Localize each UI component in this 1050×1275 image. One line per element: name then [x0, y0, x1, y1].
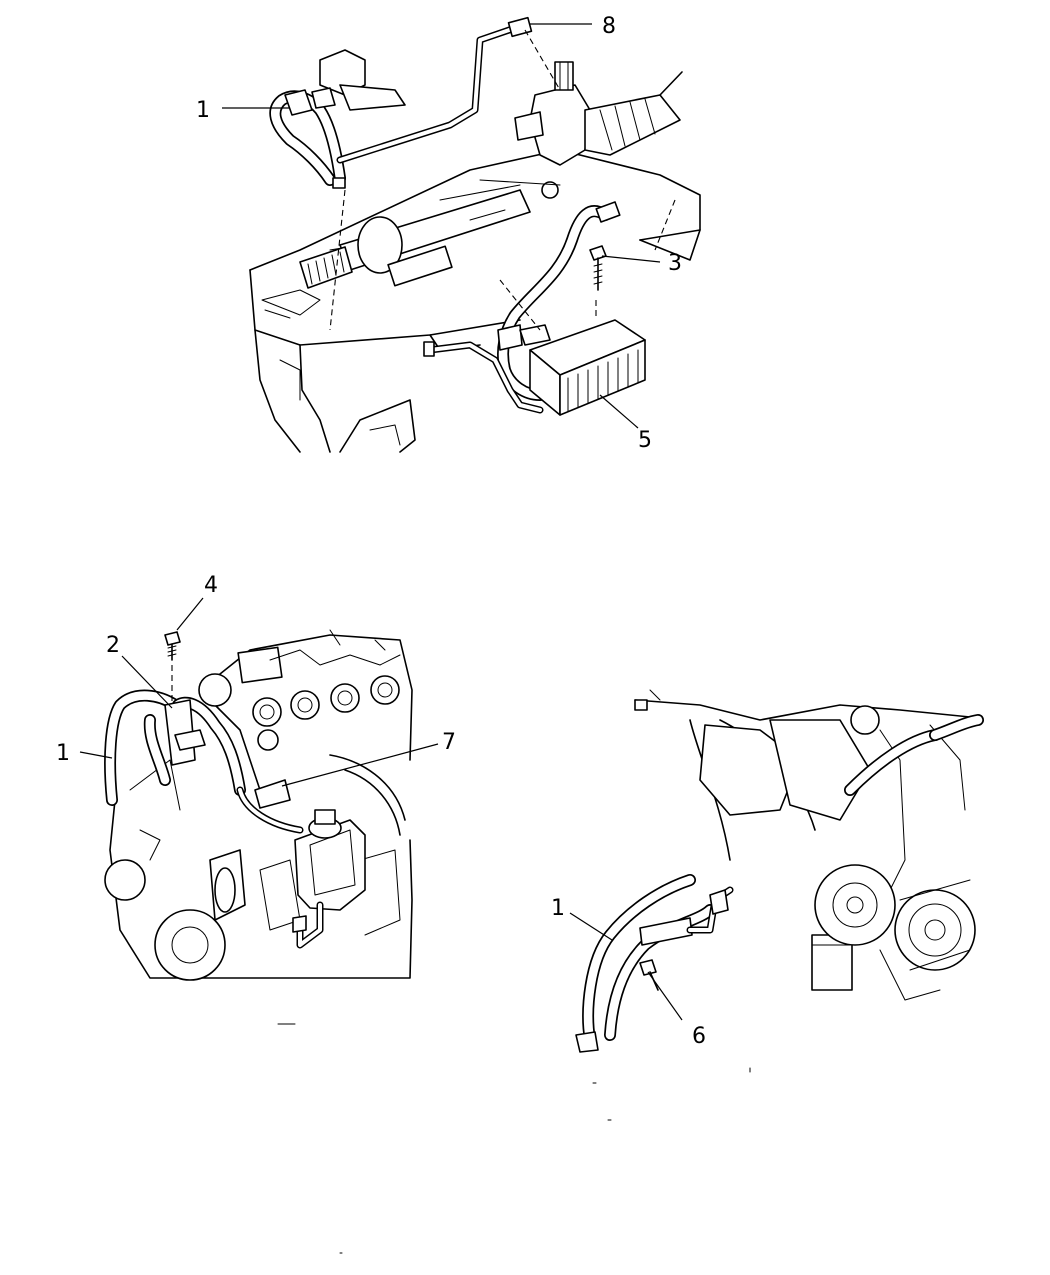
callout-2: 2	[106, 633, 173, 709]
callout-label-7: 7	[442, 730, 456, 755]
bolt-3	[589, 245, 607, 291]
pressure-hose-right	[575, 874, 734, 1053]
subframe-outline	[249, 149, 701, 453]
bottom-left-view-engine-reservoir: 4 2 1 7	[56, 573, 456, 1025]
callout-label-3: 3	[668, 251, 682, 276]
callout-label-5: 5	[638, 428, 652, 453]
bolt-4	[164, 631, 181, 705]
bottom-right-view-pump: 1 6	[551, 689, 984, 1121]
callout-1-top: 1	[196, 98, 290, 123]
callout-1-right: 1	[551, 896, 613, 941]
hose-bracket-2	[164, 699, 206, 766]
stray-marks-right	[592, 1067, 751, 1121]
guide-line-cooler	[499, 279, 541, 331]
callout-label-1-left: 1	[56, 741, 70, 766]
callout-label-2: 2	[106, 633, 120, 658]
pressure-tube-8	[336, 16, 561, 164]
power-steering-pump	[814, 864, 976, 1001]
power-steering-reservoir	[292, 809, 366, 949]
cooler-supply-tube	[423, 341, 544, 414]
power-steering-cooler	[519, 300, 646, 416]
engine-block-left	[104, 629, 413, 981]
callout-8: 8	[530, 14, 616, 39]
callout-label-8: 8	[602, 14, 616, 39]
bolt-6	[639, 959, 659, 991]
callout-label-4: 4	[204, 573, 218, 598]
steering-rack	[299, 189, 531, 289]
engine-block-right	[634, 689, 984, 991]
pressure-hose-top	[269, 49, 406, 189]
return-hose-to-cooler	[479, 179, 621, 401]
callout-7: 7	[281, 730, 456, 787]
guide-line-hose-to-rack	[329, 189, 346, 331]
callout-6: 6	[647, 971, 706, 1049]
callout-1-left: 1	[56, 741, 113, 766]
callout-3: 3	[601, 251, 682, 276]
callout-5: 5	[599, 394, 652, 453]
callout-label-1-right: 1	[551, 896, 565, 921]
callout-label-6: 6	[692, 1024, 706, 1049]
return-hose-7	[236, 779, 304, 834]
callout-label-1-top: 1	[196, 98, 210, 123]
callout-4: 4	[176, 573, 218, 631]
top-view-steering-rack-assembly: 8 1 3 5	[196, 14, 701, 453]
steering-gear-valve	[514, 61, 683, 199]
